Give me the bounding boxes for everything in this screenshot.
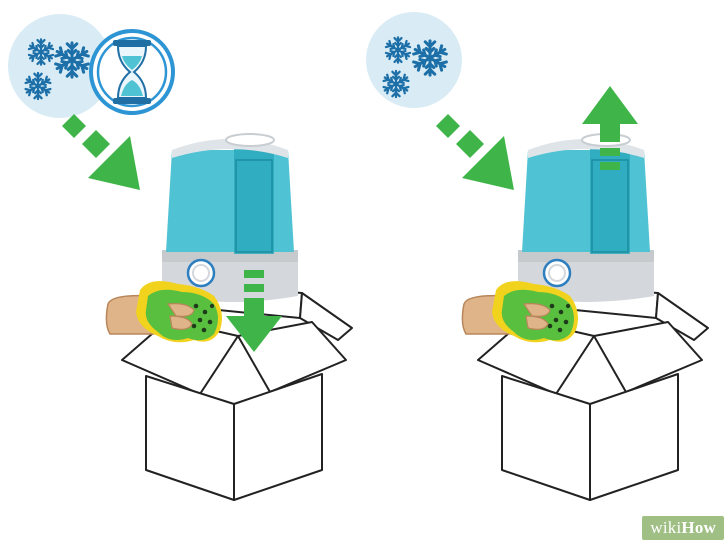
watermark-part2: How [681, 518, 716, 537]
right-panel [366, 12, 710, 502]
left-panel [8, 14, 354, 502]
snow-cloud [366, 12, 462, 108]
diagonal-arrow-icon [436, 114, 514, 190]
hourglass-icon [89, 29, 175, 115]
diagonal-arrow-icon [62, 114, 140, 190]
wikihow-watermark: wikiHow [642, 516, 724, 540]
watermark-part1: wiki [650, 518, 682, 537]
up-arrow-icon [582, 86, 638, 170]
down-arrow-icon [226, 270, 282, 352]
